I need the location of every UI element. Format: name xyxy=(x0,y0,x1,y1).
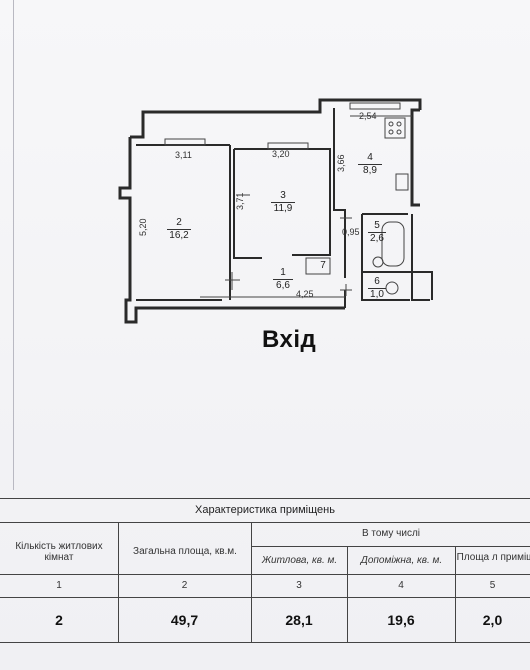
dim-kitchen-width: 2,54 xyxy=(359,111,377,121)
toilet xyxy=(385,281,399,295)
header-including: В тому числі xyxy=(361,528,421,540)
room-2-number: 2 xyxy=(176,217,182,228)
bathtub xyxy=(381,221,405,267)
stove xyxy=(384,117,406,139)
entrance-label: Вхід xyxy=(262,326,317,353)
wall-room4 xyxy=(333,108,346,278)
dim-corridor-width: 4,25 xyxy=(296,289,314,299)
closet-7 xyxy=(305,257,331,275)
wall-bath xyxy=(361,214,410,301)
dim-kitchen-depth: 3,66 xyxy=(336,154,346,172)
sink xyxy=(372,256,384,268)
wall-outer-left xyxy=(118,137,345,324)
window-kitchen xyxy=(349,102,401,110)
wall-outer-top-left xyxy=(130,98,422,139)
value-balcony: 2,0 xyxy=(482,611,503,628)
value-auxiliary: 19,6 xyxy=(387,611,415,628)
page-margin-line xyxy=(13,0,14,490)
wall-right-lower xyxy=(411,214,430,301)
wall-right-ext xyxy=(412,271,433,300)
room-4-number: 4 xyxy=(367,152,373,163)
colnum-4: 4 xyxy=(398,580,404,592)
room-6-area: 1,0 xyxy=(368,288,386,300)
room-1-area: 6,6 xyxy=(273,279,293,291)
room-3-number: 3 xyxy=(280,190,286,201)
header-auxiliary: Допоміжна, кв. м. xyxy=(360,555,443,567)
room-1-number: 1 xyxy=(280,267,286,278)
floor-plan xyxy=(118,98,433,324)
room-5-area: 2,6 xyxy=(368,232,386,244)
wall-outer-right xyxy=(410,108,420,207)
colnum-3: 3 xyxy=(296,580,302,592)
colnum-1: 1 xyxy=(56,580,62,592)
room-2-area: 16,2 xyxy=(167,229,191,241)
value-total-area: 49,7 xyxy=(170,611,199,628)
colnum-5: 5 xyxy=(489,580,496,592)
header-balcony: Площа л приміщен xyxy=(456,552,530,564)
header-living: Житлова, кв. м. xyxy=(261,555,338,567)
room-characteristics-table: Кількість житлових кімнат Загальна площа… xyxy=(0,498,530,670)
room-7-number: 7 xyxy=(320,260,326,271)
dim-room2-depth: 5,20 xyxy=(138,218,148,236)
kitchen-sink xyxy=(395,173,409,191)
dim-room3-depth: 3,71 xyxy=(235,192,245,210)
table-title: Характеристика приміщень xyxy=(195,504,335,516)
header-total-area: Загальна площа, кв.м. xyxy=(133,546,237,558)
room-3-area: 11,9 xyxy=(271,202,295,214)
room-5-number: 5 xyxy=(374,220,380,231)
colnum-2: 2 xyxy=(181,580,188,592)
window-room3 xyxy=(267,142,309,150)
dim-room3-width: 3,20 xyxy=(272,149,290,159)
header-rooms-count: Кількість житлових кімнат xyxy=(15,540,103,564)
window-room2 xyxy=(164,138,206,146)
value-living: 28,1 xyxy=(285,611,313,628)
wall-room3-left xyxy=(233,149,262,259)
value-rooms-count: 2 xyxy=(55,611,63,628)
dim-room2-width: 3,11 xyxy=(175,150,192,160)
room-6-number: 6 xyxy=(374,276,380,287)
dim-bath-gap: 0,95 xyxy=(342,227,360,237)
room-4-area: 8,9 xyxy=(358,164,382,176)
